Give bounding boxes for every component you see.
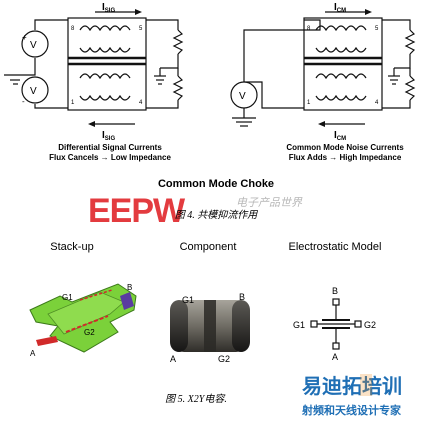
component-label: B: [239, 292, 245, 302]
x2y-component-illustration: [170, 300, 250, 352]
current-label: ICM: [334, 2, 346, 14]
stackup-illustration: [29, 283, 137, 353]
pin-label: 5: [139, 26, 143, 32]
pin-label: 4: [375, 100, 379, 106]
source-symbol: V: [239, 91, 246, 102]
left-caption-line2: Flux Cancels → Low Impedance: [49, 153, 171, 162]
pin-label: 8: [71, 26, 75, 32]
source-symbol: V: [30, 40, 37, 51]
current-label: ISIG: [102, 2, 115, 14]
model-label: G1: [293, 320, 305, 330]
right-caption-line2: Flux Adds → High Impedance: [289, 153, 402, 162]
diagram-title: Common Mode Choke: [158, 178, 274, 190]
component-label: G1: [182, 295, 194, 305]
pin-label: 1: [71, 100, 75, 106]
brand-tagline: 射频和天线设计专家: [301, 403, 402, 417]
component-title: Component: [180, 241, 237, 253]
stackup-title: Stack-up: [50, 241, 93, 253]
stackup-label: G2: [84, 328, 95, 337]
source-symbol: V: [30, 86, 37, 97]
right-circuit: [232, 11, 416, 127]
electrostatic-title: Electrostatic Model: [289, 241, 382, 253]
voltage-source-icon: [230, 81, 258, 109]
right-caption-line1: Common Mode Noise Currents: [286, 143, 404, 152]
figure4-caption: 图 4. 共模抑流作用: [175, 209, 258, 221]
component-label: A: [170, 354, 176, 364]
eepw-watermark-logo: EEPW: [88, 192, 186, 230]
model-label: A: [332, 352, 338, 362]
pin-label: 8: [307, 26, 311, 32]
voltage-source-icon: [21, 30, 49, 58]
minus-sign: -: [22, 97, 25, 106]
eepw-watermark-cn: 电子产品世界: [236, 196, 303, 209]
left-caption-line1: Differential Signal Currents: [58, 143, 162, 152]
stackup-label: B: [127, 283, 132, 292]
plus-sign: +: [22, 33, 27, 42]
pin-label: 5: [375, 26, 379, 32]
figure5-caption: 图 5. X2Y电容.: [165, 393, 227, 405]
electrostatic-model: [310, 298, 362, 350]
pin-label: 1: [307, 100, 311, 106]
left-circuit: [4, 11, 184, 125]
current-label: ICM: [334, 130, 346, 142]
model-label: G2: [364, 320, 376, 330]
voltage-source-icon: [21, 76, 49, 104]
stackup-label: G1: [62, 293, 73, 302]
model-label: B: [332, 286, 338, 296]
stackup-label: A: [30, 349, 36, 358]
current-label: ISIG: [102, 130, 115, 142]
component-label: G2: [218, 354, 230, 364]
brand-logo: 易迪拓培训: [302, 374, 402, 398]
brand-accent: [360, 374, 372, 396]
pin-label: 4: [139, 100, 143, 106]
